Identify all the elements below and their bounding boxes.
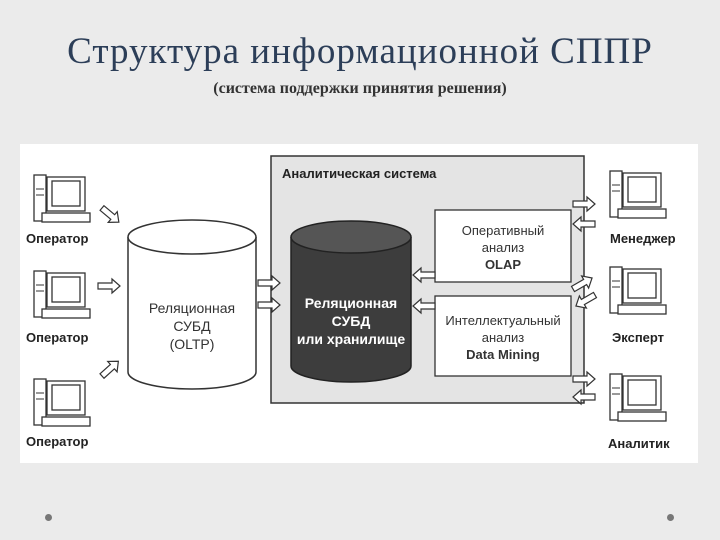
data-mining-label: Интеллектуальный анализ Data Mining (435, 312, 571, 363)
oltp-label-line1: Реляционная (148, 300, 236, 316)
warehouse-database-cylinder (290, 220, 412, 383)
data-mining-label-line1: Интеллектуальный (445, 313, 561, 328)
data-mining-box (434, 295, 572, 377)
diagram-graphics (33, 155, 667, 427)
data-mining-label-line2: анализ (481, 330, 525, 345)
warehouse-label-line3: или хранилище (296, 331, 406, 347)
slide-subtitle: (система поддержки принятия решения) (213, 80, 507, 97)
decorative-dot (45, 514, 52, 521)
olap-label-line3: OLAP (484, 257, 522, 272)
operator-computer-icon (33, 174, 91, 223)
operator-computer-icon (33, 270, 91, 319)
warehouse-label-line2: СУБД (331, 313, 371, 329)
expert-label: Эксперт (612, 330, 665, 345)
manager-label: Менеджер (610, 231, 676, 246)
operator-label: Оператор (26, 330, 89, 345)
operator-label: Оператор (26, 434, 89, 449)
operator-to-oltp-arrow (96, 355, 124, 382)
data-mining-label-line3: Data Mining (466, 347, 540, 362)
decorative-dot (667, 514, 674, 521)
manager-computer-icon (609, 170, 667, 219)
olap-label-line2: анализ (481, 240, 525, 255)
olap-label-line1: Оперативный (461, 223, 545, 238)
expert-computer-icon (609, 266, 667, 315)
operator-computer-icon (33, 378, 91, 427)
olap-label: Оперативный анализ OLAP (435, 222, 571, 273)
analyst-computer-icon (609, 373, 667, 422)
warehouse-label-line1: Реляционная (304, 295, 398, 311)
operator-label: Оператор (26, 231, 89, 246)
operator-to-oltp-arrow (96, 202, 124, 229)
oltp-label-line3: (OLTP) (169, 336, 215, 352)
analyst-label: Аналитик (608, 436, 670, 451)
slide-title: Структура информационной СППР (67, 31, 653, 72)
oltp-database-cylinder (127, 219, 257, 390)
analytic-system-title: Аналитическая система (282, 166, 437, 181)
olap-box (434, 209, 572, 283)
oltp-label-line2: СУБД (173, 318, 211, 334)
warehouse-label: Реляционная СУБД или хранилище (291, 294, 411, 348)
operator-to-oltp-arrow (97, 278, 121, 294)
oltp-label: Реляционная СУБД (OLTP) (128, 299, 256, 353)
dss-structure-diagram: Оператор Оператор Оператор Менеджер Эксп… (20, 144, 698, 463)
